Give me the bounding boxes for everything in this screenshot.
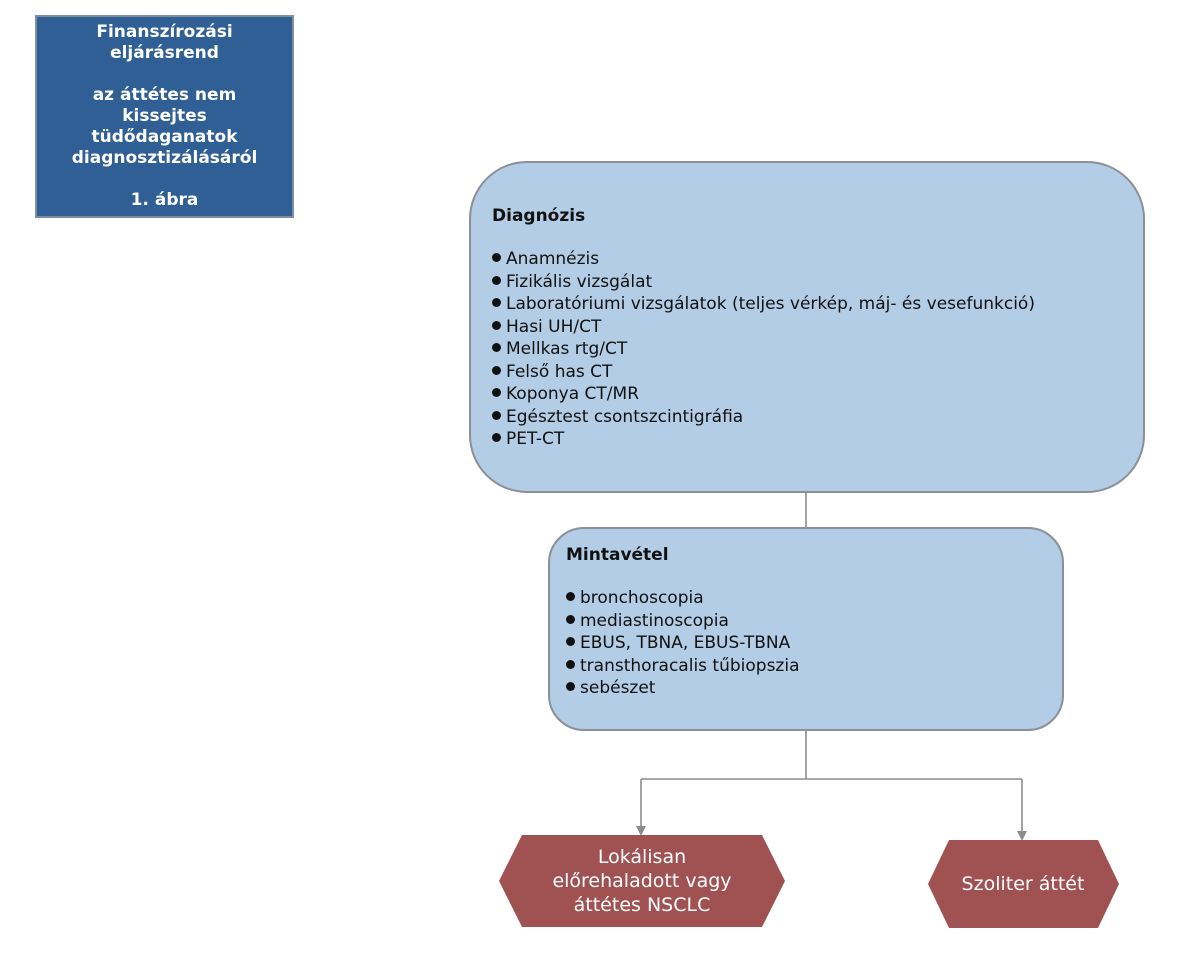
diagnosis-list: Anamnézis Fizikális vizsgálat Laboratóri… [492,248,1143,451]
list-item-text: Felső has CT [506,361,613,382]
title-line: kissejtes [122,106,207,126]
list-item-text: Hasi UH/CT [506,316,602,337]
bullet-icon [566,659,575,669]
outcome-left-line: áttétes NSCLC [573,894,711,916]
sampling-box: Mintavétel bronchoscopia mediastinoscopi… [548,527,1064,731]
list-item-text: Egésztest csontszcintigráfia [506,406,744,427]
outcome-hexagon-left [499,835,785,927]
title-line: tüdődaganatok [91,127,238,147]
outcome-left-line: előrehaladott vagy [552,870,732,892]
title-line: eljárásrend [110,43,219,63]
list-item: Anamnézis [492,248,1143,271]
list-item: Hasi UH/CT [492,316,1143,339]
bullet-icon [492,253,501,262]
list-item: transthoracalis tűbiopszia [566,655,1062,678]
diagnosis-box: Diagnózis Anamnézis Fizikális vizsgálat … [469,161,1145,493]
bullet-icon [492,275,501,285]
outcome-right-label: Szoliter áttét [938,840,1108,928]
outcome-hexagon-right [928,840,1119,928]
list-item: Egésztest csontszcintigráfia [492,406,1143,429]
list-item-text: EBUS, TBNA, EBUS-TBNA [580,633,791,653]
list-item-text: transthoracalis tűbiopszia [580,655,800,676]
bullet-icon [492,343,501,352]
list-item-text: PET-CT [506,429,565,449]
list-item-text: sebészet [580,678,656,698]
list-item: EBUS, TBNA, EBUS-TBNA [566,632,1062,655]
list-item: Laboratóriumi vizsgálatok (teljes vérkép… [492,293,1143,316]
sampling-title: Mintavétel [566,545,669,565]
bullet-icon [566,614,575,624]
list-item-text: Anamnézis [506,249,600,269]
outcome-left-line: Lokálisan [597,846,687,868]
sampling-list: bronchoscopia mediastinoscopia EBUS, TBN… [566,587,1062,700]
list-item: PET-CT [492,428,1143,451]
list-item-text: mediastinoscopia [580,610,729,631]
outcome-right-text: Szoliter áttét [961,873,1085,895]
bullet-icon [566,637,575,646]
list-item-text: Laboratóriumi vizsgálatok (teljes vérkép… [506,294,1035,314]
list-item: Mellkas rtg/CT [492,338,1143,361]
figure-title-box: Finanszírozási eljárásrend az áttétes ne… [35,15,294,218]
list-item: Felső has CT [492,361,1143,384]
bullet-icon [492,298,501,307]
bullet-icon [492,433,501,442]
list-item: Fizikális vizsgálat [492,271,1143,294]
list-item-text: Mellkas rtg/CT [506,339,628,359]
list-item-text: Koponya CT/MR [506,384,640,404]
diagnosis-title: Diagnózis [492,206,586,226]
title-line: diagnosztizálásáról [71,148,258,168]
bullet-icon [492,410,501,420]
bullet-icon [566,682,575,691]
bullet-icon [492,365,501,375]
list-item-text: Fizikális vizsgálat [506,271,653,292]
bullet-icon [492,320,501,330]
list-item: bronchoscopia [566,587,1062,610]
title-line: az áttétes nem [92,85,237,105]
bullet-icon [566,592,575,601]
title-line: Finanszírozási [96,22,233,42]
title-line: 1. ábra [130,190,199,210]
list-item: mediastinoscopia [566,610,1062,633]
list-item: Koponya CT/MR [492,383,1143,406]
bullet-icon [492,388,501,397]
list-item-text: bronchoscopia [580,588,704,608]
outcome-left-label: Lokálisan előrehaladott vagy áttétes NSC… [520,835,764,927]
list-item: sebészet [566,677,1062,700]
